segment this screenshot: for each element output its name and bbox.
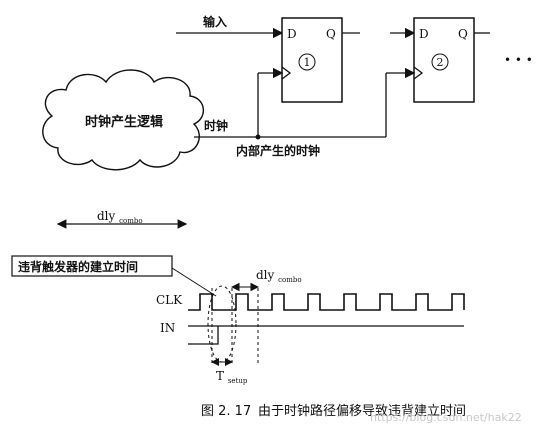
in-waveform-low: [188, 326, 219, 345]
ellipsis: • • •: [504, 53, 533, 67]
caption-text: 由于时钟路径偏移导致违背建立时间: [258, 404, 467, 419]
input-label: 输入: [203, 14, 227, 29]
clock-logic-cloud: [42, 69, 204, 171]
ff1-clock-triangle: [281, 66, 292, 80]
violation-label: 违背触发器的建立时间: [18, 259, 138, 274]
ff2-d-pin: D: [419, 27, 429, 41]
figure-number: 图 2. 17: [201, 404, 252, 419]
dly-sub-lower: combo: [278, 276, 301, 284]
dly-combo-label-upper: dly combo: [97, 209, 143, 225]
cloud-label: 时钟产生逻辑: [85, 114, 163, 130]
figure-caption: 图 2. 17 由于时钟路径偏移导致违背建立时间: [0, 398, 546, 420]
watermark-url: https://blog.csdn.net/hak22: [370, 411, 522, 424]
tsetup-sub: setup: [228, 377, 248, 385]
ff2-number-circle: [431, 53, 449, 71]
dly-combo-label-lower: dly combo: [256, 268, 302, 284]
ff1-d-pin: D: [287, 27, 297, 41]
flip-flop-2: [413, 17, 475, 103]
ff2-clock-triangle: [413, 66, 424, 80]
dly-main-lower: dly: [256, 268, 275, 282]
tsetup-label: T setup: [216, 369, 248, 385]
dly-sub: combo: [119, 217, 142, 225]
ff1-number: 1: [304, 56, 311, 69]
tsetup-main: T: [216, 369, 224, 383]
ff2-number: 2: [437, 56, 444, 69]
ff1-q-pin: Q: [326, 27, 336, 41]
clk-label: CLK: [156, 293, 183, 307]
ff2-q-pin: Q: [458, 27, 468, 41]
ff1-number-circle: [298, 53, 316, 71]
in-label: IN: [160, 321, 175, 335]
clock-label: 时钟: [204, 118, 228, 133]
flip-flop-1: [281, 17, 343, 103]
clk-waveform: [188, 293, 465, 311]
internal-clock-label: 内部产生的时钟: [236, 143, 320, 158]
dly-main: dly: [97, 209, 116, 223]
violation-callout-box: [11, 255, 173, 277]
callout-pointer: [171, 267, 217, 297]
